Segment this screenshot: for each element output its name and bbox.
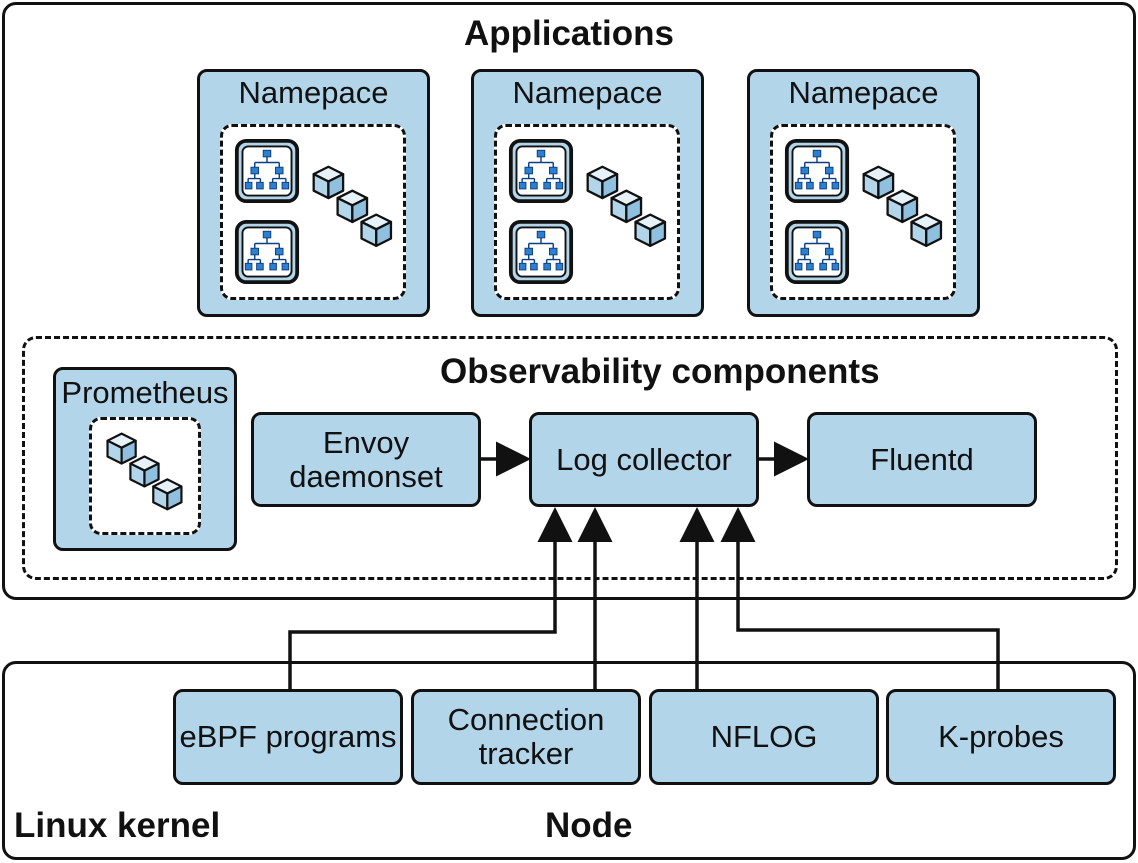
linux-kernel-label: Linux kernel — [14, 806, 221, 845]
connection-tracker-box: Connection tracker — [411, 689, 641, 785]
node-title: Node — [545, 806, 633, 845]
container-cubes-icon — [310, 160, 402, 260]
log-collector-box: Log collector — [529, 412, 759, 507]
network-topology-icon — [784, 138, 850, 204]
applications-title: Applications — [463, 14, 675, 53]
namespace-label: Namepace — [512, 75, 663, 110]
prometheus-label: Prometheus — [61, 375, 229, 410]
network-topology-icon — [508, 138, 574, 204]
container-cubes-icon — [104, 428, 192, 522]
container-cubes-icon — [584, 160, 676, 260]
observability-title: Observability components — [440, 352, 880, 391]
namespace-label: Namepace — [238, 75, 389, 110]
observability-container — [22, 336, 1118, 580]
envoy-daemonset-box: Envoy daemonset — [251, 412, 481, 507]
network-topology-icon — [784, 219, 850, 285]
network-topology-icon — [234, 219, 300, 285]
k-probes-box: K-probes — [886, 689, 1116, 785]
ebpf-programs-box: eBPF programs — [173, 689, 403, 785]
fluentd-box: Fluentd — [807, 412, 1037, 507]
namespace-label: Namepace — [788, 75, 939, 110]
network-topology-icon — [234, 138, 300, 204]
nflog-box: NFLOG — [649, 689, 879, 785]
container-cubes-icon — [860, 160, 952, 260]
network-topology-icon — [508, 219, 574, 285]
